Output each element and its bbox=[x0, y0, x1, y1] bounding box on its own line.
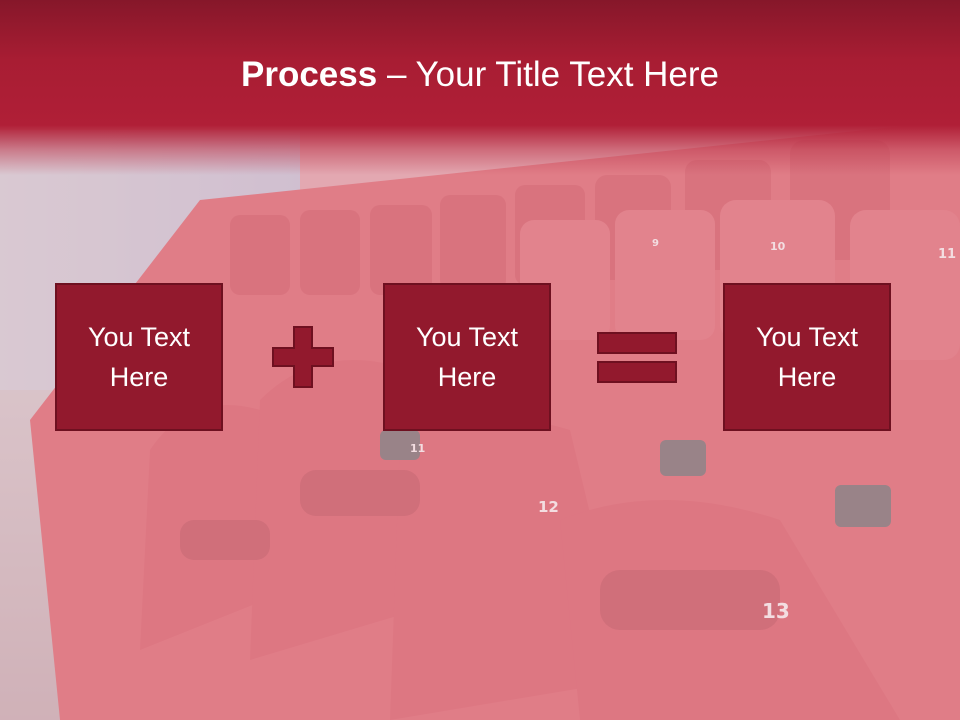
process-box-2-text: You Text Here bbox=[415, 322, 519, 392]
plus-icon bbox=[272, 326, 334, 393]
process-box-2[interactable]: You Text Here bbox=[383, 283, 551, 431]
process-box-3[interactable]: You Text Here bbox=[723, 283, 891, 431]
title-band bbox=[0, 0, 960, 175]
seat-number-11-front: 11 bbox=[410, 442, 425, 455]
seat-number-10: 10 bbox=[770, 240, 786, 253]
process-box-1[interactable]: You Text Here bbox=[55, 283, 223, 431]
slide-title: Process – Your Title Text Here bbox=[0, 53, 960, 97]
seat-number-11: 11 bbox=[938, 247, 956, 262]
seat-number-9: 9 bbox=[652, 238, 659, 249]
slide-title-rest: – Your Title Text Here bbox=[377, 55, 719, 94]
seat-number-12: 12 bbox=[538, 498, 559, 516]
seat-number-13: 13 bbox=[762, 599, 790, 623]
process-box-1-text: You Text Here bbox=[87, 322, 191, 392]
equals-icon bbox=[597, 332, 677, 389]
process-box-3-text: You Text Here bbox=[755, 322, 859, 392]
slide-title-bold: Process bbox=[241, 55, 378, 94]
